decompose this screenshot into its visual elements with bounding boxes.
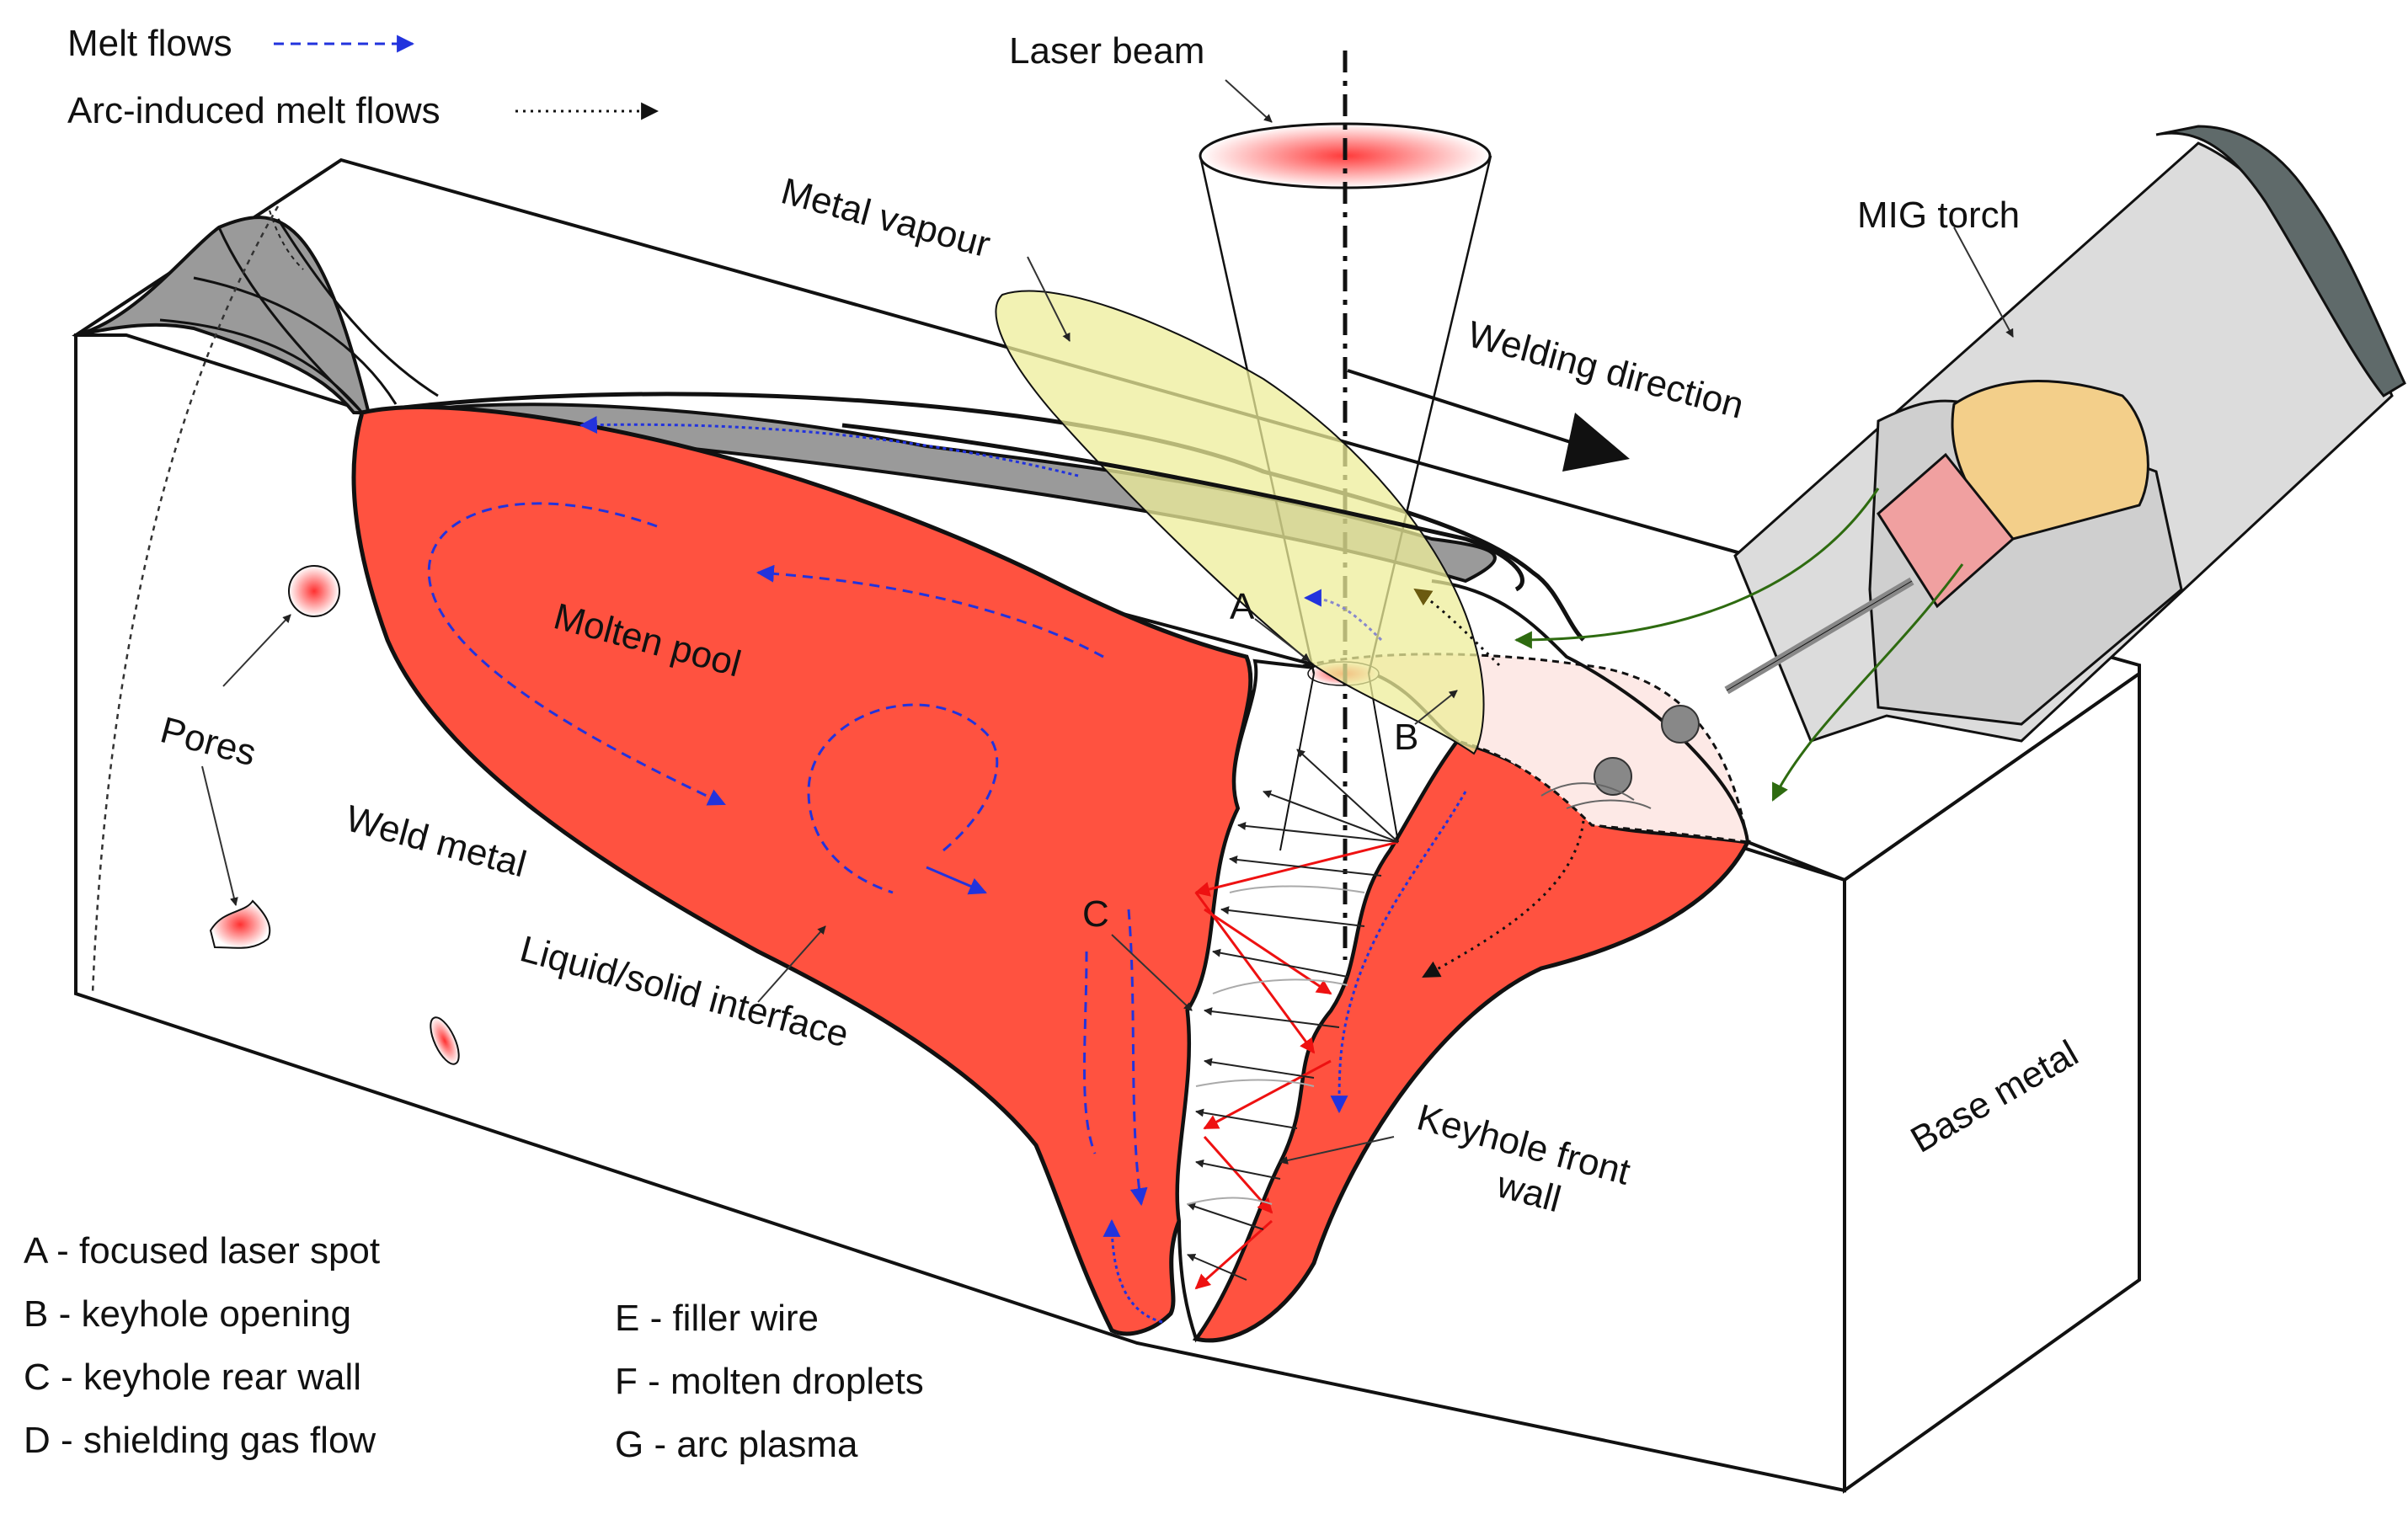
- key-item-g: G - arc plasma: [615, 1424, 858, 1465]
- pool-top-edge: [841, 423, 1524, 592]
- fusion-boundary-dotted: [91, 205, 280, 994]
- arc-induced-flow-arrows: [1413, 588, 1585, 978]
- pore-round: [288, 565, 340, 617]
- laser-reflections: [1194, 840, 1399, 1290]
- shielding-gas-flow: [1514, 488, 1964, 802]
- key-item-d: D - shielding gas flow: [24, 1420, 376, 1461]
- label-welding-direction: Welding direction: [1463, 313, 1748, 426]
- welding-direction-arrowhead: [1562, 413, 1630, 472]
- key: A - focused laser spot B - keyhole openi…: [24, 1230, 924, 1465]
- pore-elongated: [430, 1016, 460, 1065]
- legend-melt-flows-label: Melt flows: [67, 23, 232, 64]
- metal-vapour-plume: [995, 290, 1485, 755]
- welding-direction-arrow: [1347, 369, 1584, 448]
- pore-irregular: [209, 899, 271, 949]
- label-metal-vapour: Metal vapour: [777, 170, 994, 265]
- key-item-e: E - filler wire: [615, 1298, 819, 1339]
- label-mig-torch: MIG torch: [1857, 195, 2020, 236]
- legend: Melt flows Arc-induced melt flows: [67, 23, 659, 131]
- label-a: A: [1230, 586, 1255, 627]
- label-laser-beam: Laser beam: [1009, 30, 1204, 72]
- pores: [209, 565, 460, 1065]
- mig-torch: [1540, 125, 2406, 809]
- key-item-c: C - keyhole rear wall: [24, 1357, 361, 1398]
- leader-lines: [201, 79, 2014, 1165]
- key-item-f: F - molten droplets: [615, 1361, 924, 1402]
- weld-surface-front: [1431, 579, 1749, 843]
- key-item-a: A - focused laser spot: [24, 1230, 380, 1271]
- legend-arc-flows-label: Arc-induced melt flows: [67, 90, 440, 131]
- molten-pool: [351, 405, 1751, 1343]
- key-item-b: B - keyhole opening: [24, 1293, 351, 1335]
- label-b: B: [1394, 717, 1418, 758]
- melt-flow-arrows: [427, 416, 1467, 1324]
- label-c: C: [1082, 893, 1109, 935]
- vapour-jets: [1187, 749, 1399, 1281]
